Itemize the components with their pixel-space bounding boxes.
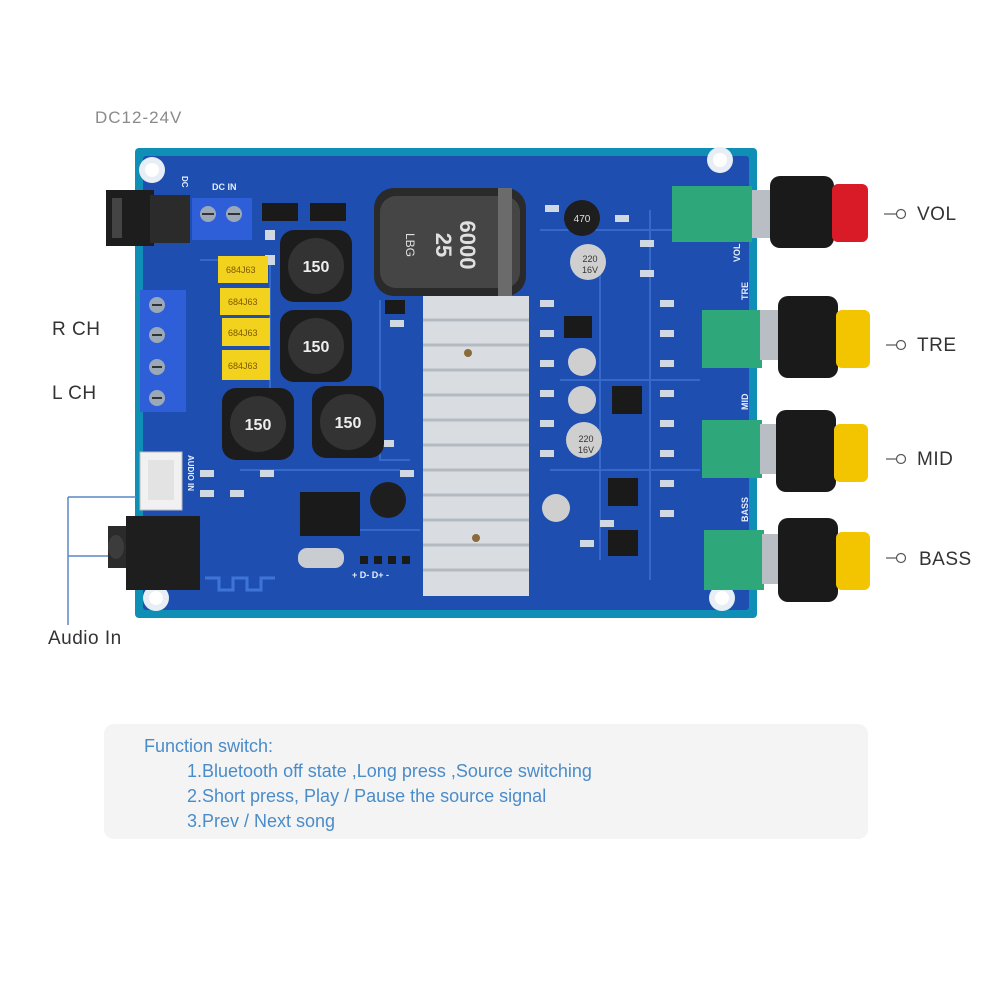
silk-mid-label: MID (740, 393, 750, 410)
inductors (222, 230, 384, 460)
r-channel-label: R CH (52, 319, 101, 340)
vol-knob-label: VOL (917, 204, 957, 225)
speaker-terminals (140, 290, 186, 412)
film-cap-label: 684J63 (228, 361, 258, 371)
capacitor-voltage: 25 (431, 233, 456, 257)
inductor-label: 150 (303, 259, 330, 276)
smd-components (200, 205, 674, 547)
silk-audio-in-label: AUDIO IN (186, 455, 195, 491)
cap-220-label: 220 (578, 434, 593, 444)
bluetooth-chip (300, 492, 360, 536)
knob-leader-lines (884, 208, 907, 564)
silk-usb-label: + D- D+ - (352, 570, 389, 580)
potentiometer-tre (702, 296, 870, 378)
function-switch-title: Function switch: (144, 736, 274, 756)
mid-knob-label: MID (917, 449, 954, 470)
amplifier-board-photo: DC DC IN 684J63 684J63 684J63 684J63 15 (67, 147, 907, 625)
cap-16v-label: 16V (582, 265, 598, 275)
function-switch-item: 3.Prev / Next song (187, 811, 336, 831)
dc-barrel-jack (106, 190, 190, 246)
heatsink (423, 296, 529, 596)
capacitor-capacitance: 6000 (455, 221, 480, 270)
audio-in-connector (139, 451, 183, 511)
function-switch-item: 2.Short press, Play / Pause the source s… (187, 786, 547, 806)
dc-screw-terminal (192, 198, 252, 240)
silk-dc-label: DC (180, 176, 189, 188)
potentiometer-vol (672, 176, 868, 248)
tre-knob-label: TRE (917, 335, 957, 356)
bluetooth-antenna (205, 576, 275, 592)
capacitor-brand: LBG (403, 233, 417, 257)
audio-in-label: Audio In (48, 628, 122, 649)
potentiometer-bass (704, 518, 870, 602)
inductor-label: 150 (245, 417, 272, 434)
usb-pins (360, 556, 410, 564)
function-switch-info: Function switch: 1.Bluetooth off state ,… (104, 724, 868, 839)
film-capacitors (218, 256, 270, 380)
dc-voltage-label: DC12-24V (95, 108, 183, 127)
function-switch-item: 1.Bluetooth off state ,Long press ,Sourc… (187, 761, 592, 781)
silk-dc-in-label: DC IN (212, 182, 237, 192)
film-cap-label: 684J63 (228, 328, 258, 338)
small-capacitors (370, 200, 606, 522)
film-cap-label: 684J63 (228, 297, 258, 307)
crystal-oscillator (298, 548, 344, 568)
inductor-label: 150 (335, 415, 362, 432)
potentiometer-mid (702, 410, 868, 492)
l-channel-label: L CH (52, 383, 97, 404)
main-capacitor (374, 188, 526, 296)
silk-bass-label: BASS (740, 497, 750, 522)
silk-vol-label: VOL (732, 243, 742, 262)
cap-470-label: 470 (574, 214, 591, 225)
cap-16v-label: 16V (578, 445, 594, 455)
inductor-label: 150 (303, 339, 330, 356)
smd-ics (262, 203, 642, 556)
film-cap-label: 684J63 (226, 265, 256, 275)
audio-jack-3-5mm (108, 516, 200, 590)
cap-220-label: 220 (582, 254, 597, 264)
bass-knob-label: BASS (919, 549, 972, 570)
audio-in-bracket (67, 496, 136, 625)
silk-tre-label: TRE (740, 282, 750, 300)
mounting-holes (139, 147, 735, 611)
